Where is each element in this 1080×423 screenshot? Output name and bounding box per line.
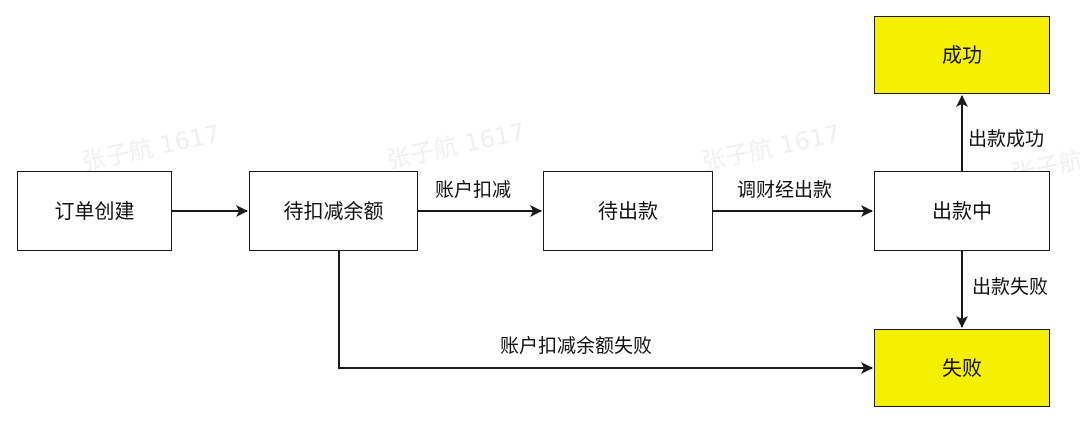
edge-label-deduct-failed: 账户扣减余额失败 xyxy=(500,335,653,357)
edge-label-payout-success: 出款成功 xyxy=(968,128,1045,150)
node-success-label: 成功 xyxy=(942,43,982,67)
node-order-created-label: 订单创建 xyxy=(54,199,135,223)
node-pending-deduct-label: 待扣减余额 xyxy=(283,199,384,223)
node-paying-out: 出款中 xyxy=(874,171,1050,251)
node-success: 成功 xyxy=(874,16,1050,94)
node-failure-label: 失败 xyxy=(942,356,982,380)
edge-label-account-deducted: 账户扣减 xyxy=(435,179,512,201)
node-pending-payout: 待出款 xyxy=(543,171,713,251)
node-failure: 失败 xyxy=(874,329,1050,407)
node-order-created: 订单创建 xyxy=(17,171,172,251)
node-paying-out-label: 出款中 xyxy=(932,199,992,223)
node-pending-payout-label: 待出款 xyxy=(598,199,658,223)
edge-deduct-to-failure xyxy=(338,251,873,374)
edge-label-payout-failed: 出款失败 xyxy=(972,276,1049,298)
node-pending-deduct: 待扣减余额 xyxy=(249,171,418,251)
edge-label-call-payout: 调财经出款 xyxy=(737,179,833,201)
